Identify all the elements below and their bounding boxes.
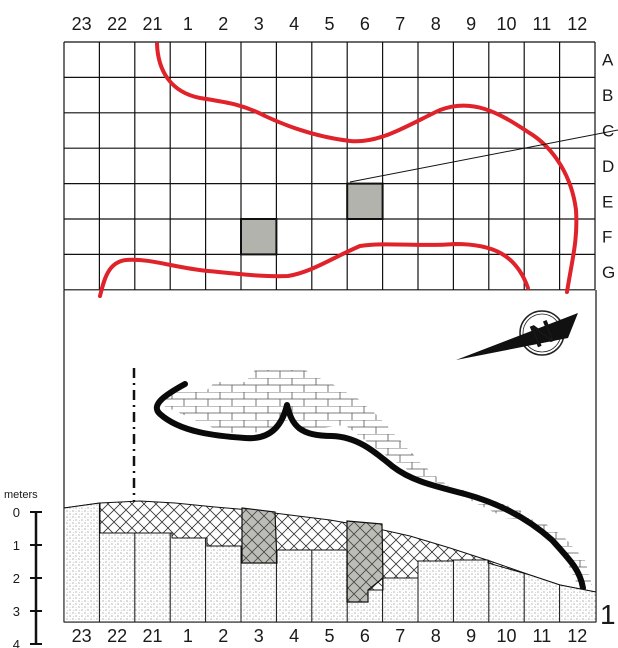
highlighted-cell-3-F (240, 218, 278, 256)
column-label: 9 (466, 14, 476, 34)
scale-tick-label: 3 (13, 604, 20, 619)
column-label: 4 (289, 14, 299, 34)
section-column-label: 21 (142, 626, 162, 646)
column-label: 6 (360, 14, 370, 34)
brick-wall (162, 370, 592, 586)
grid-lines (63, 41, 596, 291)
column-label: 21 (142, 14, 162, 34)
section-column-label: 5 (324, 626, 334, 646)
trench-outline (98, 42, 579, 298)
depth-scale: meters 0 1 2 3 4 (4, 489, 42, 648)
column-label: 8 (431, 14, 441, 34)
highlighted-cell-6-E (346, 182, 384, 221)
column-label: 2 (218, 14, 228, 34)
row-label: B (602, 86, 613, 105)
column-label: 11 (533, 14, 552, 34)
wall-outline (153, 381, 586, 591)
column-label: 12 (567, 14, 587, 34)
column-label: 10 (496, 14, 516, 34)
section-column-label: 4 (289, 626, 299, 646)
row-label: C (602, 122, 614, 141)
row-label: F (602, 228, 612, 247)
north-arrow-icon: N (456, 310, 578, 360)
section-column-label: 9 (466, 626, 476, 646)
scale-tick-label: 1 (13, 538, 20, 553)
trench-outline-upper (155, 42, 579, 294)
section-line (349, 129, 618, 183)
figure-number: 1 (600, 599, 616, 630)
trench-outline-lower (98, 242, 530, 298)
section-column-label: 2 (218, 626, 228, 646)
stratigraphy (63, 500, 597, 623)
column-label: 22 (107, 14, 127, 34)
section-column-label: 6 (360, 626, 370, 646)
section-column-label: 3 (254, 626, 264, 646)
scale-tick-label: 2 (13, 571, 20, 586)
section-column-label: 7 (395, 626, 405, 646)
column-label: 1 (183, 14, 193, 34)
column-label: 23 (72, 14, 92, 34)
section-column-label: 23 (72, 626, 92, 646)
section-column-label: 22 (107, 626, 127, 646)
section-column-label: 1 (183, 626, 193, 646)
scale-tick-label: 4 (13, 637, 20, 648)
grey-pit-left (241, 507, 278, 564)
section-column-label: 8 (431, 626, 441, 646)
scale-tick-label: 0 (13, 505, 20, 520)
row-label: G (602, 263, 615, 282)
column-label: 7 (395, 14, 405, 34)
column-label: 5 (324, 14, 334, 34)
scale-unit-label: meters (4, 489, 38, 501)
row-label: A (602, 51, 614, 70)
section-column-label: 12 (567, 626, 587, 646)
row-label: E (602, 192, 613, 211)
section-column-label: 10 (496, 626, 516, 646)
section-column-label: 11 (533, 626, 552, 646)
row-label: D (602, 157, 614, 176)
column-label: 3 (254, 14, 264, 34)
